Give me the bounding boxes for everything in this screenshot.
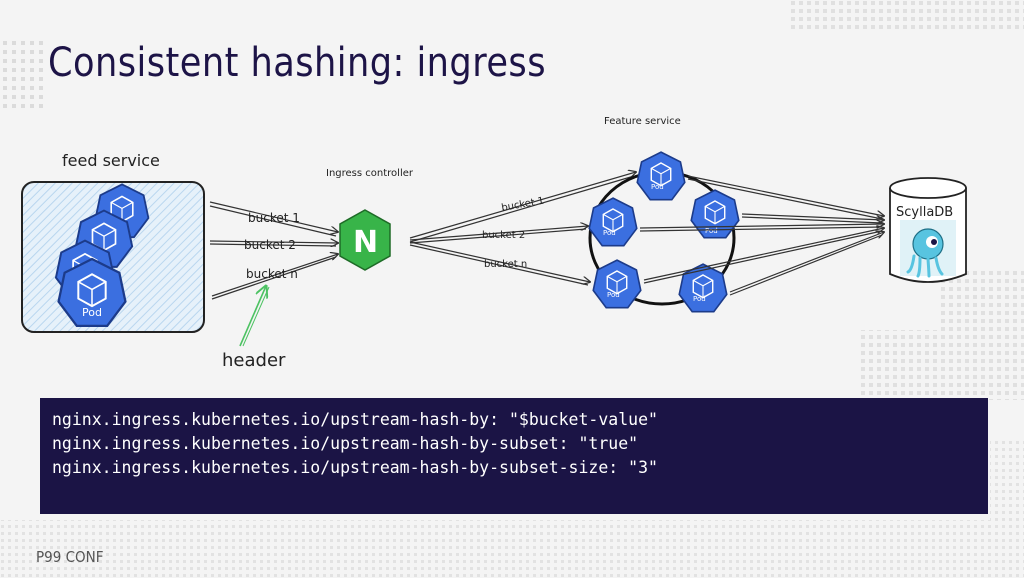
header-label: header	[222, 350, 286, 371]
code-line-3: nginx.ingress.kubernetes.io/upstream-has…	[52, 458, 658, 477]
nginx-icon: N	[339, 209, 391, 271]
left-bucket-1-label: bucket 1	[248, 211, 300, 225]
header-arrow	[239, 286, 266, 347]
code-line-1: nginx.ingress.kubernetes.io/upstream-has…	[52, 410, 658, 429]
scylladb-monster-icon	[906, 228, 944, 278]
slide-title: Consistent hashing: ingress	[48, 40, 546, 86]
decorative-dots-bottom	[0, 440, 1024, 578]
feed-pod-label: Pod	[82, 306, 102, 319]
svg-text:Pod: Pod	[651, 183, 664, 191]
decorative-dots-left	[2, 40, 44, 110]
svg-text:Pod: Pod	[607, 291, 620, 299]
decorative-dots-right	[860, 270, 1024, 400]
feed-to-ingress-arrows	[209, 201, 338, 300]
left-bucket-n-label: bucket n	[246, 267, 298, 281]
svg-text:Pod: Pod	[693, 295, 706, 303]
right-bucket-1-label: bucket 1	[501, 196, 545, 214]
architecture-diagram: feed service Pod bucket 1 bucket 2 bucke…	[21, 116, 967, 371]
right-bucket-n-label: bucket n	[484, 259, 527, 270]
scylladb-label: ScyllaDB	[896, 205, 953, 220]
svg-text:Pod: Pod	[603, 229, 616, 237]
feature-pod-4: Pod	[592, 259, 642, 309]
right-bucket-2-label: bucket 2	[482, 230, 525, 241]
decorative-dots-top-right	[790, 0, 1024, 30]
ingress-to-feature-arrows	[409, 172, 636, 286]
feature-service-label: Feature service	[604, 116, 681, 127]
svg-text:Pod: Pod	[705, 227, 718, 235]
nginx-icon-letter: N	[353, 225, 378, 260]
feature-pod-1: Pod	[636, 151, 686, 201]
feed-service-pod-stack: Pod	[54, 183, 150, 328]
feature-pod-2: Pod	[588, 197, 638, 247]
feed-service-label: feed service	[62, 151, 160, 170]
conference-logo: P99 CONF	[36, 548, 104, 566]
code-block: nginx.ingress.kubernetes.io/upstream-has…	[40, 398, 988, 514]
pods-to-db-arrows	[639, 175, 884, 296]
ingress-controller-label: Ingress controller	[326, 168, 414, 179]
code-line-2: nginx.ingress.kubernetes.io/upstream-has…	[52, 434, 639, 453]
feature-pod-5: Pod	[678, 263, 728, 313]
left-bucket-2-label: bucket 2	[244, 238, 296, 252]
feature-pod-3: Pod	[690, 189, 740, 239]
